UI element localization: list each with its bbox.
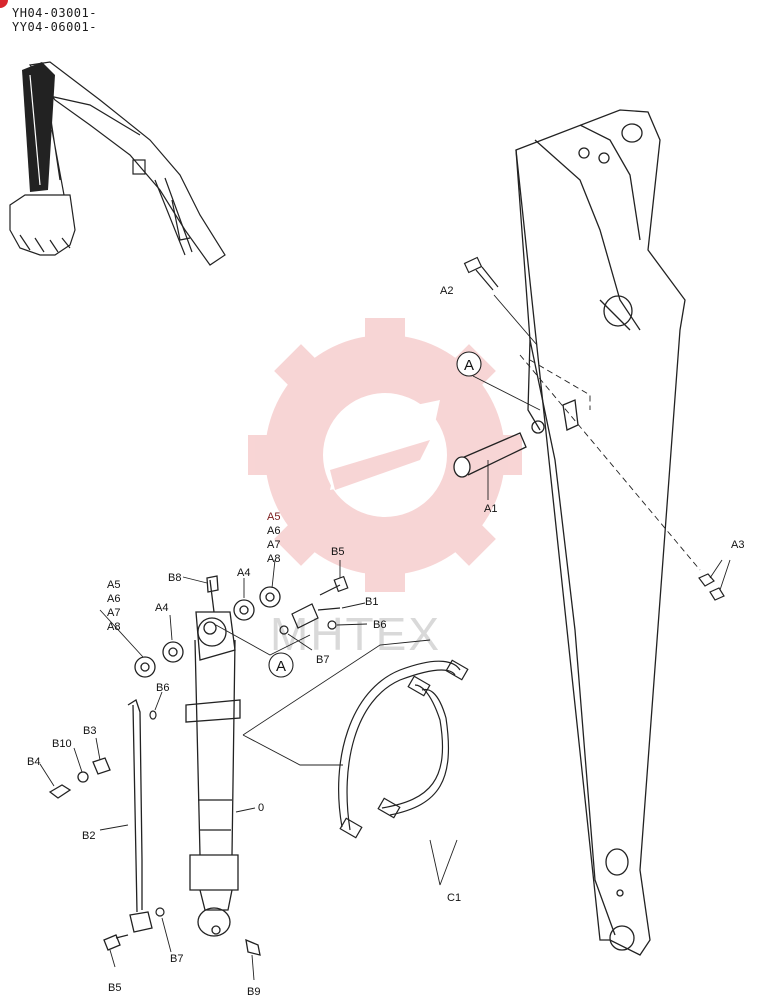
- label-b4: B4: [27, 756, 40, 768]
- pipe-b2: [48, 699, 261, 956]
- hoses-c1: [338, 659, 469, 839]
- label-a7-right: A7: [267, 539, 280, 551]
- pin-a1: [453, 432, 527, 478]
- label-a6-left: A6: [107, 593, 120, 605]
- label-b3: B3: [83, 725, 96, 737]
- label-a8-right: A8: [267, 553, 280, 565]
- bolt-a2: [463, 256, 499, 291]
- label-b6-left: B6: [156, 682, 169, 694]
- nuts-a3: [698, 573, 725, 601]
- serial-code-2: YY04-06001-: [12, 20, 97, 34]
- dashed-line: [519, 354, 701, 571]
- label-b2: B2: [82, 830, 95, 842]
- label-b6-right: B6: [373, 619, 386, 631]
- label-a4-right: A4: [237, 567, 250, 579]
- label-b7-bottom: B7: [170, 953, 183, 965]
- label-b5-top: B5: [331, 546, 344, 558]
- label-b8: B8: [168, 572, 181, 584]
- excavator-thumbnail: [9, 61, 226, 266]
- arm-assembly: [515, 109, 686, 956]
- label-b5-bottom: B5: [108, 982, 121, 994]
- label-c1: C1: [447, 892, 461, 904]
- label-a8-left: A8: [107, 621, 120, 633]
- label-a2: A2: [440, 285, 453, 297]
- label-b7-top: B7: [316, 654, 329, 666]
- label-b9: B9: [247, 986, 260, 998]
- serial-code-1: YH04-03001-: [12, 6, 97, 20]
- watermark-text: MHTEX: [270, 608, 441, 660]
- label-zero: 0: [258, 802, 264, 814]
- label-b10: B10: [52, 738, 72, 750]
- callout-a-top: A: [456, 351, 482, 377]
- corner-marker: [0, 0, 8, 8]
- label-a4-left: A4: [155, 602, 168, 614]
- leader-lines: [39, 294, 731, 981]
- label-a7-left: A7: [107, 607, 120, 619]
- part-labels: A2 A1 A3 A5 A6 A7 A8 A4 A5 A6 A7 A8 A4 B…: [27, 285, 744, 998]
- svg-text:A: A: [276, 658, 286, 675]
- label-a1: A1: [484, 503, 497, 515]
- svg-text:A: A: [464, 357, 474, 374]
- fittings: [149, 575, 349, 917]
- label-a5-right: A5: [267, 511, 280, 523]
- label-a6-right: A6: [267, 525, 280, 537]
- washers: [134, 586, 281, 678]
- watermark-gear-icon: [248, 318, 522, 592]
- label-a5-left: A5: [107, 579, 120, 591]
- label-a3: A3: [731, 539, 744, 551]
- label-b1: B1: [365, 596, 378, 608]
- cylinder-assembly: [185, 575, 241, 937]
- callout-a-bottom: A: [268, 652, 294, 678]
